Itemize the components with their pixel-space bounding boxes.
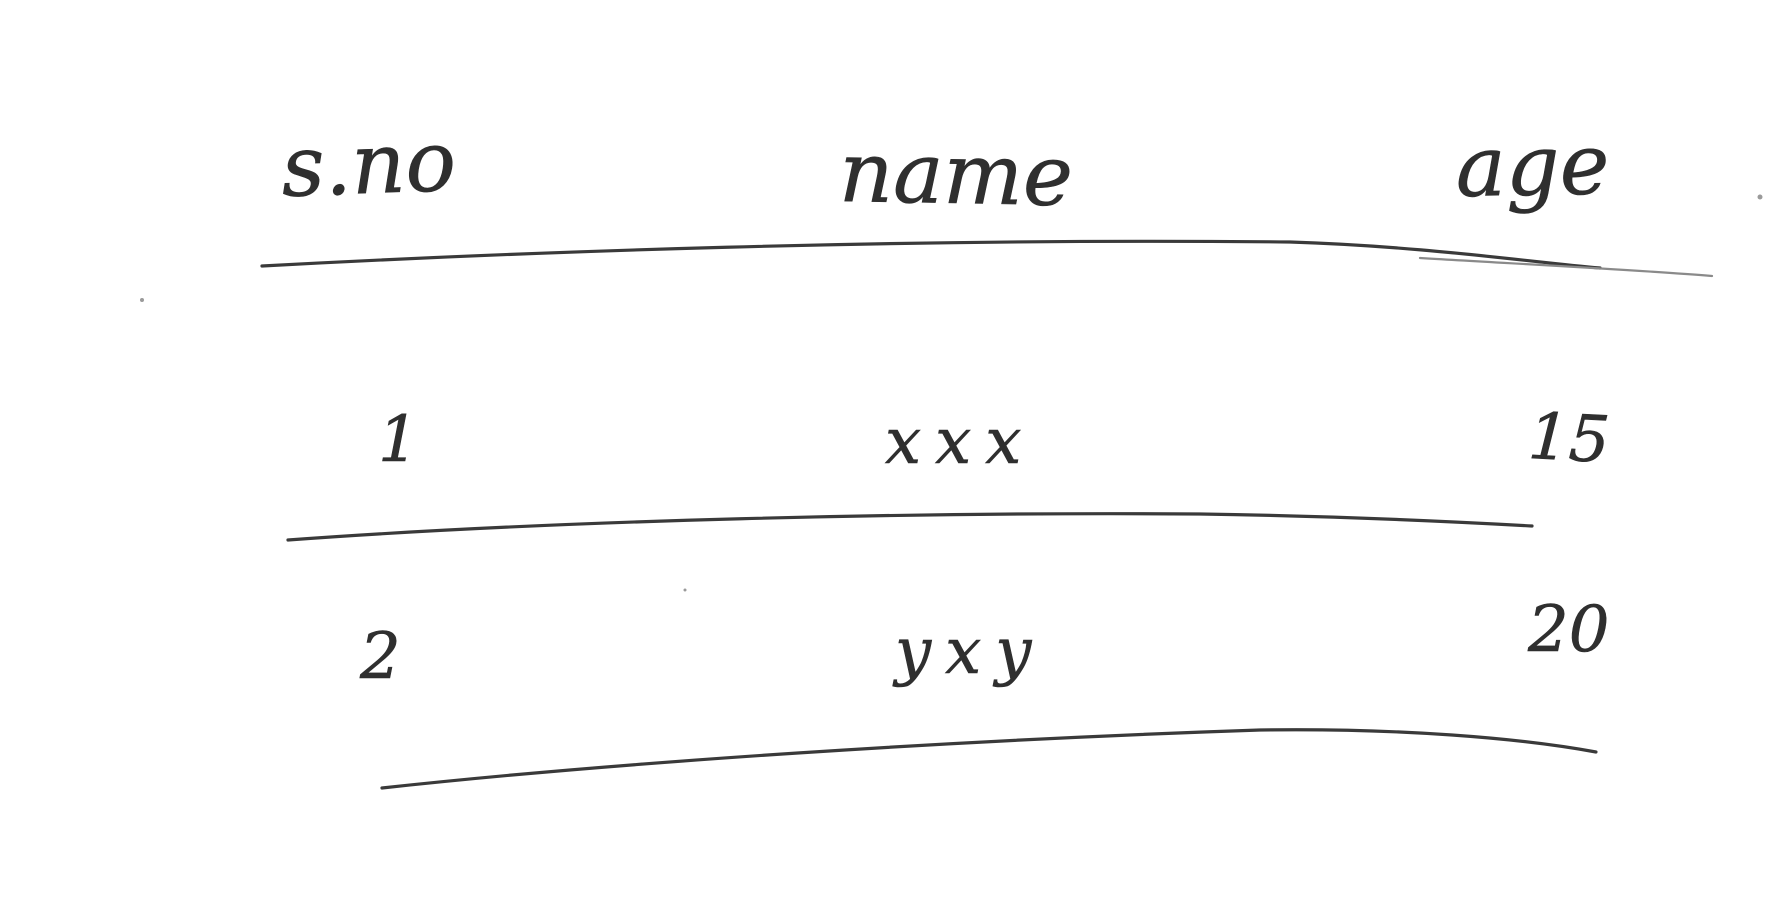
paper-speck <box>140 298 144 302</box>
row-2-age: 20 <box>1528 593 1610 667</box>
header-rule-line <box>260 239 1602 270</box>
row-2-rule-line <box>380 728 1598 790</box>
row-1-sno: 1 <box>378 403 419 477</box>
row-2-name: yxy <box>895 615 1046 689</box>
header-name: name <box>838 123 1074 226</box>
row-2-sno: 2 <box>360 620 401 694</box>
paper-speck <box>1757 194 1763 200</box>
row-1-rule-line <box>286 512 1534 542</box>
header-age: age <box>1454 115 1611 216</box>
header-rule-tail <box>1418 256 1714 278</box>
header-sno: s.no <box>279 111 458 217</box>
row-1-age: 15 <box>1526 400 1612 479</box>
paper-speck <box>683 588 687 592</box>
row-1-name: xxx <box>885 405 1036 479</box>
